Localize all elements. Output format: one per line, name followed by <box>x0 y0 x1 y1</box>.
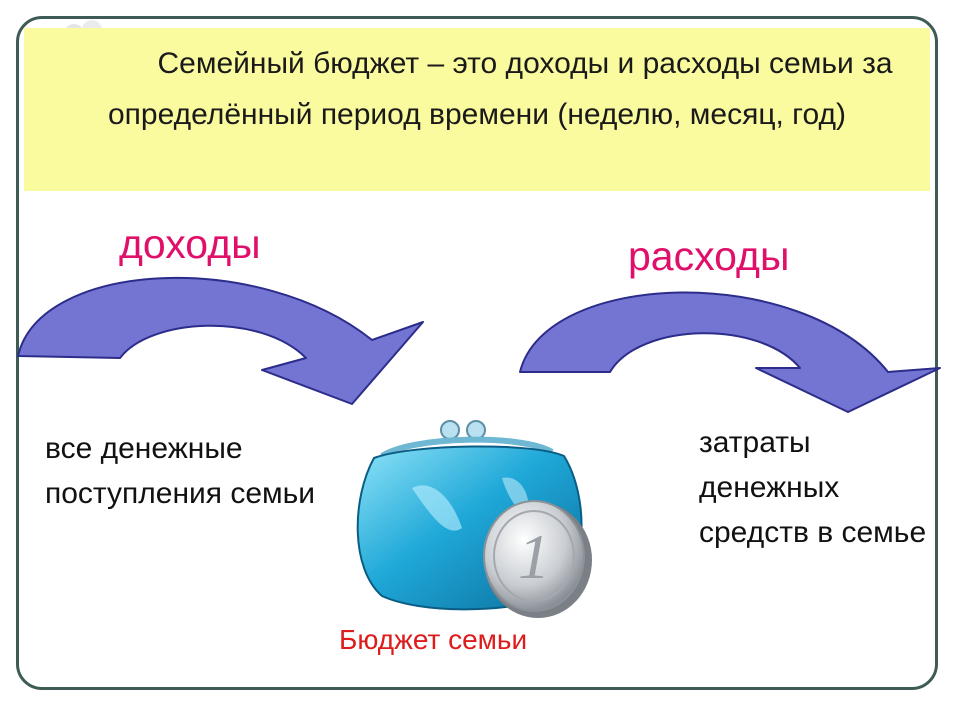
coin-digit: 1 <box>518 521 550 592</box>
purse-with-coin-icon: 1 <box>356 420 592 618</box>
expense-label: расходы <box>628 233 790 279</box>
expense-description: затраты денежных средств в семье <box>699 426 927 549</box>
expense-arrow-icon <box>519 291 941 413</box>
income-label: доходы <box>119 221 261 267</box>
income-description: все денежные поступления семьи <box>45 432 316 510</box>
budget-definition: Семейный бюджет – это доходы и расходы с… <box>24 28 930 191</box>
budget-caption: Бюджет семьи <box>339 624 528 655</box>
income-arrow-icon <box>17 276 424 405</box>
